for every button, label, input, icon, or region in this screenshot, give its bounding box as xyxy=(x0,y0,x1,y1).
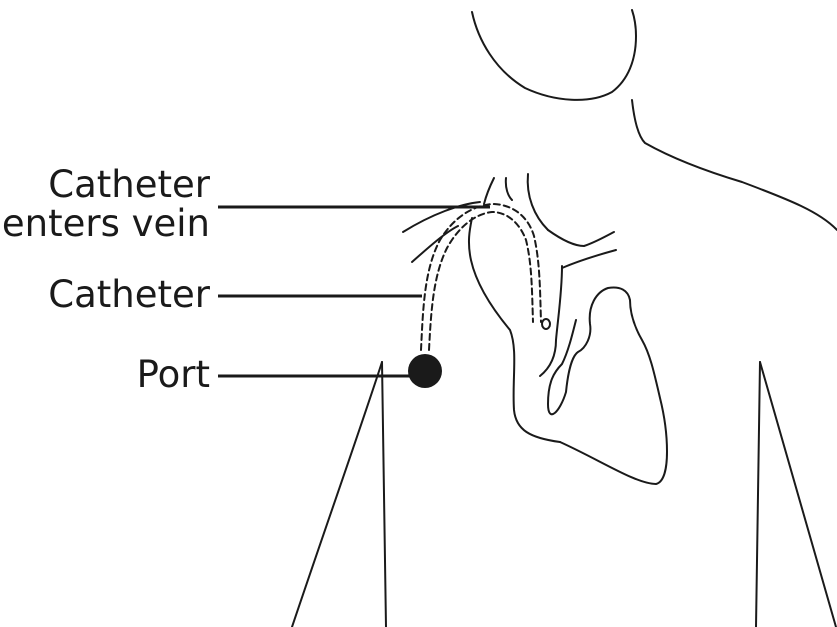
head-outline xyxy=(472,10,636,100)
label-port-text: Port xyxy=(137,355,210,394)
chest-line-left-inner xyxy=(382,362,386,627)
jugular-vein-left-wall xyxy=(484,178,494,204)
jugular-vein-right-wall xyxy=(506,178,512,200)
label-catheter-text: Catheter xyxy=(48,275,210,314)
brachiocephalic-right-upper xyxy=(548,230,614,246)
chest-line-right-inner xyxy=(756,362,760,627)
label-catheter-enters-vein-line2: enters vein xyxy=(2,204,210,243)
label-catheter-enters-vein: Catheter enters vein xyxy=(2,165,210,243)
chest-line-right xyxy=(760,362,836,627)
neck-shoulder-right xyxy=(632,100,837,230)
superior-vena-cava xyxy=(469,218,560,442)
subclavian-vein-lower xyxy=(412,226,458,262)
heart-and-vessels xyxy=(403,174,667,484)
heart-outline xyxy=(548,288,667,485)
catheter-line-outer xyxy=(421,204,541,350)
port-marker xyxy=(408,354,442,388)
brachiocephalic-right-lower xyxy=(562,250,616,268)
label-catheter-enters-vein-line1: Catheter xyxy=(2,165,210,204)
body-outline xyxy=(292,10,837,627)
label-catheter: Catheter xyxy=(48,275,210,314)
chest-line-left xyxy=(292,362,382,627)
catheter xyxy=(421,204,550,350)
label-port: Port xyxy=(137,355,210,394)
jugular-vein-outer xyxy=(528,174,548,230)
catheter-tip xyxy=(542,319,550,329)
